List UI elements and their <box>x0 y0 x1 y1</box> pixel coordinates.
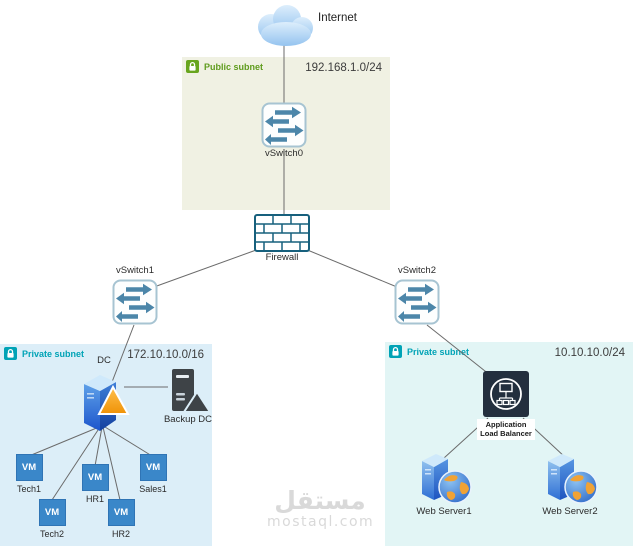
web-server-icon <box>422 454 472 504</box>
load-balancer-node: Application Load Balancer <box>475 371 537 440</box>
private-subnet-left-cidr: 172.10.10.0/16 <box>127 349 204 361</box>
vswitch1-label: vSwitch1 <box>115 265 154 276</box>
web-server1-label: Web Server1 <box>416 506 472 517</box>
vswitch-icon <box>261 102 307 148</box>
dc-node: DC <box>78 355 130 435</box>
vm-node-hr1: VM HR1 <box>78 464 112 504</box>
vswitch0-label: vSwitch0 <box>264 148 303 159</box>
vm-icon: VM <box>139 454 167 481</box>
vm-label: Sales1 <box>139 484 167 494</box>
vm-node-hr2: VM HR2 <box>104 499 138 539</box>
vm-label: Tech2 <box>39 529 65 539</box>
vm-label: HR1 <box>85 494 104 504</box>
web-server-icon <box>548 454 598 504</box>
lock-icon <box>389 345 402 358</box>
private-subnet-right-box: Private subnet 10.10.10.0/24 <box>385 342 633 546</box>
firewall-node: Firewall <box>244 214 320 264</box>
vswitch-icon <box>394 279 440 325</box>
internet-node <box>249 3 321 47</box>
vm-label: Tech1 <box>16 484 42 494</box>
vswitch-icon <box>112 279 158 325</box>
vswitch2-label: vSwitch2 <box>397 265 436 276</box>
vm-icon: VM <box>15 454 43 481</box>
vm-icon: VM <box>81 464 109 491</box>
domain-controller-icon <box>84 374 130 431</box>
private-subnet-left-label: Private subnet <box>22 348 85 359</box>
vm-node-tech1: VM Tech1 <box>12 454 46 494</box>
vm-node-sales1: VM Sales1 <box>136 454 170 494</box>
vm-label: HR2 <box>111 529 130 539</box>
public-subnet-label: Public subnet <box>204 61 264 72</box>
vm-node-tech2: VM Tech2 <box>35 499 69 539</box>
lock-icon <box>4 347 17 360</box>
dc-label: DC <box>97 355 111 366</box>
vswitch0-node: vSwitch0 <box>247 102 321 160</box>
internet-label: Internet <box>318 12 357 24</box>
load-balancer-icon <box>483 371 529 417</box>
public-subnet-header: Public subnet <box>186 60 263 73</box>
lock-icon <box>186 60 199 73</box>
vm-icon: VM <box>107 499 135 526</box>
vm-icon: VM <box>38 499 66 526</box>
backup-dc-label: Backup DC <box>163 414 213 425</box>
backup-dc-node: Backup DC <box>158 369 218 426</box>
private-subnet-right-label: Private subnet <box>407 346 470 357</box>
vswitch2-node: vSwitch2 <box>380 265 454 325</box>
web-server1-node: Web Server1 <box>408 450 480 518</box>
private-subnet-right-cidr: 10.10.10.0/24 <box>554 347 625 359</box>
load-balancer-label: Application Load Balancer <box>477 419 535 440</box>
web-server2-label: Web Server2 <box>542 506 598 517</box>
vswitch1-node: vSwitch1 <box>98 265 172 325</box>
firewall-icon <box>254 214 310 252</box>
private-subnet-right-header: Private subnet <box>389 345 469 358</box>
web-server2-node: Web Server2 <box>534 450 606 518</box>
backup-server-icon <box>172 369 212 413</box>
firewall-label: Firewall <box>265 252 299 263</box>
cloud-icon <box>258 5 313 46</box>
private-subnet-left-header: Private subnet <box>4 347 84 360</box>
public-subnet-cidr: 192.168.1.0/24 <box>305 62 382 74</box>
